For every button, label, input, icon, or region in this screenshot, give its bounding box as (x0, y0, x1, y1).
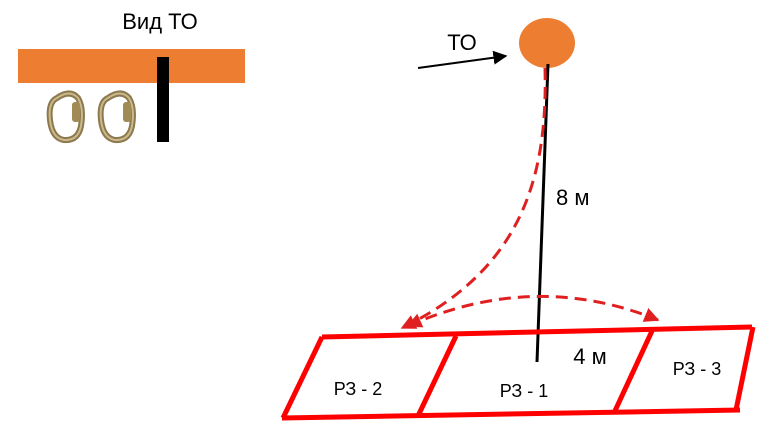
anchor-point (519, 18, 575, 68)
zone-divider (611, 329, 655, 415)
zone-top-edge (321, 324, 753, 340)
anchor-label: ТО (447, 30, 477, 55)
arrow-icon (417, 50, 508, 69)
zone-label-rz1: РЗ - 1 (500, 381, 549, 401)
fall-arc-path (400, 67, 547, 330)
carabiner-icon (46, 90, 85, 144)
anchor-post (157, 57, 169, 142)
zone-divider (415, 334, 459, 418)
work-zones: 4 м РЗ - 2 РЗ - 1 РЗ - 3 (280, 324, 756, 421)
rope-length-label: 8 м (556, 185, 589, 210)
zone-divider (280, 335, 325, 420)
inset-title: Вид ТО (122, 9, 197, 34)
zone-spacing-label: 4 м (573, 344, 606, 369)
rope-line (535, 63, 550, 363)
carabiner-icon (97, 90, 136, 144)
anchor-view-inset: Вид ТО (18, 9, 245, 144)
anchor-point-group: ТО (417, 18, 575, 69)
zone-divider (733, 326, 756, 411)
zone-bottom-edge (281, 407, 741, 421)
zone-label-rz3: РЗ - 3 (673, 359, 722, 379)
zone-label-rz2: РЗ - 2 (334, 379, 383, 399)
beam (18, 49, 245, 83)
